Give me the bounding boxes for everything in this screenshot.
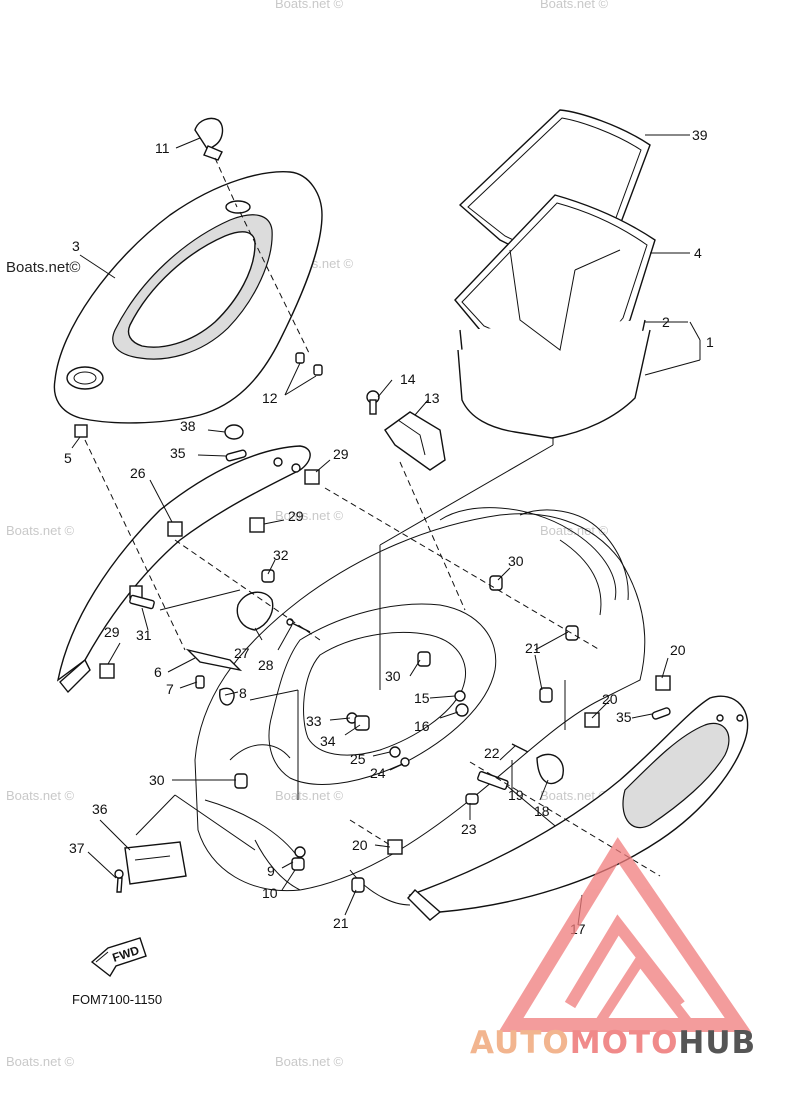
watermark: Boats.net ©: [540, 523, 609, 538]
hatch-cover: [53, 171, 323, 424]
callout-23: 23: [461, 821, 477, 837]
watermark: Boats.net©: [6, 259, 80, 276]
watermark: Boats.net ©: [275, 508, 344, 523]
bracket-part: [366, 390, 446, 471]
callout-9: 9: [267, 863, 275, 879]
callout-2: 2: [662, 314, 670, 330]
callout-20: 20: [352, 837, 368, 853]
brand-auto: AUTO: [470, 1025, 570, 1061]
brand-moto: MOTO: [570, 1025, 679, 1061]
watermark: Boats.net ©: [275, 0, 344, 11]
callout-8: 8: [239, 685, 247, 701]
brand-hub: HUB: [678, 1025, 756, 1061]
callout-12: 12: [262, 390, 278, 406]
callout-34: 34: [320, 733, 336, 749]
callout-11: 11: [155, 140, 170, 156]
storage-bin: [454, 109, 656, 439]
callout-29: 29: [104, 624, 120, 640]
watermark: Boats.net ©: [540, 0, 609, 11]
fwd-arrow: FWD: [90, 937, 147, 978]
clip-part: [194, 117, 311, 356]
callout-22: 22: [484, 745, 500, 761]
callout-30: 30: [149, 772, 165, 788]
brand-text: AUTOMOTOHUB: [470, 1025, 756, 1061]
callout-4: 4: [694, 245, 702, 261]
callout-39: 39: [692, 127, 708, 143]
callout-27: 27: [234, 645, 250, 661]
callout-18: 18: [534, 803, 550, 819]
callout-26: 26: [130, 465, 146, 481]
watermark: Boats.net ©: [6, 1054, 75, 1069]
leader-lines: [71, 134, 701, 926]
triangle-logo-mark: [498, 837, 752, 1032]
callout-33: 33: [306, 713, 322, 729]
callout-13: 13: [424, 390, 440, 406]
watermark: Boats.net ©: [540, 788, 609, 803]
callout-24: 24: [370, 765, 386, 781]
callout-1: 1: [706, 334, 714, 350]
callout-25: 25: [350, 751, 366, 767]
callout-16: 16: [414, 718, 430, 734]
assembly-lines: [84, 438, 661, 877]
watermark: Boats.net ©: [275, 1054, 344, 1069]
callout-20: 20: [602, 691, 618, 707]
callout-19: 19: [508, 787, 524, 803]
hardware: [99, 469, 671, 893]
watermark-layer: Boats.net © Boats.net © Boats.net © Boat…: [6, 0, 609, 1069]
callout-31: 31: [136, 627, 152, 643]
callout-21: 21: [525, 640, 541, 656]
callout-35: 35: [170, 445, 186, 461]
watermark: Boats.net ©: [275, 788, 344, 803]
hull-deck: [194, 507, 646, 906]
watermark: Boats.net ©: [6, 788, 75, 803]
callout-numbers: 39 4 2 1 11 3 12 14 13 5 38 35 29 26 29 …: [64, 127, 714, 937]
callout-35: 35: [616, 709, 632, 725]
callout-6: 6: [154, 664, 162, 680]
callout-20: 20: [670, 642, 686, 658]
small-fasteners: [74, 424, 671, 720]
callout-29: 29: [333, 446, 349, 462]
callout-37: 37: [69, 840, 85, 856]
callout-38: 38: [180, 418, 196, 434]
callout-29: 29: [288, 508, 304, 524]
callout-36: 36: [92, 801, 108, 817]
callout-5: 5: [64, 450, 72, 466]
latch-parts: [185, 591, 311, 706]
label-sticker: [114, 841, 187, 893]
callout-21: 21: [333, 915, 349, 931]
callout-28: 28: [258, 657, 274, 673]
callout-14: 14: [400, 371, 416, 387]
automotohub-logo: AUTOMOTOHUB: [470, 837, 756, 1061]
callout-10: 10: [262, 885, 278, 901]
watermark: Boats.net ©: [6, 523, 75, 538]
callout-3: 3: [72, 238, 80, 254]
callout-15: 15: [414, 690, 430, 706]
callout-30: 30: [385, 668, 401, 684]
left-side-panel: [56, 445, 311, 694]
figure-code: FOM7100-1150: [72, 992, 162, 1007]
callout-30: 30: [508, 553, 524, 569]
callout-32: 32: [273, 547, 289, 563]
callout-7: 7: [166, 681, 174, 697]
